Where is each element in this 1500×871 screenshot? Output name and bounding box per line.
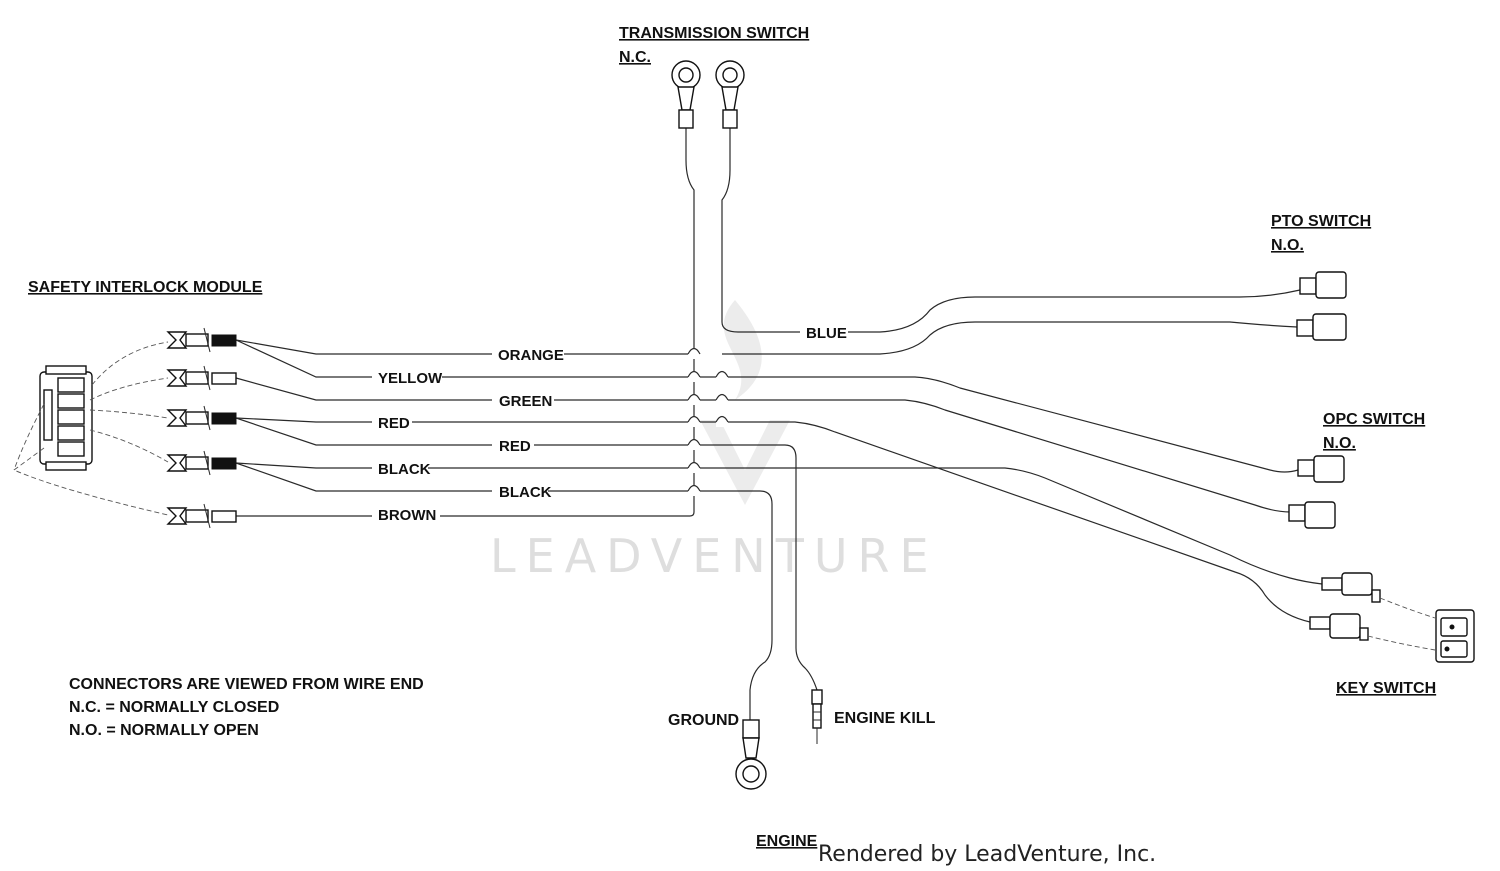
spade-terminal-icon xyxy=(166,365,237,391)
wire-red-1 xyxy=(235,417,372,423)
ring-terminal-icon xyxy=(671,60,701,129)
wire-labels: ORANGE YELLOW GREEN RED RED BLACK BLACK … xyxy=(378,325,847,524)
pto-switch: PTO SWITCH N.O. xyxy=(1271,213,1371,341)
wire-red-2 xyxy=(235,417,492,446)
wire-black-1 xyxy=(235,462,372,469)
spade-terminal-icon xyxy=(166,405,237,431)
key-switch: KEY SWITCH xyxy=(1309,572,1475,697)
transmission-switch-title: TRANSMISSION SWITCH xyxy=(619,25,809,42)
wire-black-2-cont xyxy=(548,490,773,720)
note-line: N.C. = NORMALLY CLOSED xyxy=(69,699,279,716)
wire-label-black: BLACK xyxy=(499,484,552,501)
wire-label-brown: BROWN xyxy=(378,507,436,524)
wire-black-2 xyxy=(235,462,492,492)
spade-connector-icon xyxy=(1288,501,1336,529)
safety-interlock-module: SAFETY INTERLOCK MODULE xyxy=(13,279,263,529)
wire-label-yellow: YELLOW xyxy=(378,370,443,387)
wire-label-blue: BLUE xyxy=(806,325,847,342)
pto-switch-type: N.O. xyxy=(1271,237,1304,254)
bullet-connector-icon xyxy=(1309,613,1369,641)
key-switch-dashed-link xyxy=(1367,635,1436,651)
spade-terminal-icon xyxy=(166,327,237,353)
wire-blue-2 xyxy=(722,321,1298,355)
key-switch-body-icon xyxy=(1435,609,1475,663)
spade-terminal-icon xyxy=(166,450,237,476)
wire-blue xyxy=(848,289,1301,333)
wire-red-2-cont xyxy=(534,444,818,691)
wire-green xyxy=(235,377,492,401)
pin-connector-icon xyxy=(811,689,823,744)
wire-label-black: BLACK xyxy=(378,461,431,478)
wire-transmission-right xyxy=(721,127,800,333)
legend-notes: CONNECTORS ARE VIEWED FROM WIRE END N.C.… xyxy=(69,676,424,739)
watermark-text: LEADVENTURE xyxy=(490,529,939,583)
bullet-connector-icon xyxy=(1321,572,1381,603)
engine-title: ENGINE xyxy=(756,833,818,850)
wire-yellow xyxy=(235,339,372,378)
module-dashed-links xyxy=(13,341,169,516)
wire-yellow-cont xyxy=(442,376,1299,473)
credit-text: Rendered by LeadVenture, Inc. xyxy=(818,842,1156,867)
wires xyxy=(235,127,1323,720)
watermark: LEADVENTURE xyxy=(490,300,939,583)
spade-terminal-icon xyxy=(166,503,237,529)
pto-switch-title: PTO SWITCH xyxy=(1271,213,1371,230)
spade-connector-icon xyxy=(1299,271,1347,299)
ring-terminal-icon xyxy=(735,719,767,790)
key-switch-title: KEY SWITCH xyxy=(1336,680,1436,697)
wire-black-1-cont xyxy=(428,467,1323,585)
ground-terminal: GROUND xyxy=(668,712,767,790)
engine-kill-label: ENGINE KILL xyxy=(834,710,936,727)
spade-connector-icon xyxy=(1297,455,1345,483)
wire-label-green: GREEN xyxy=(499,393,552,410)
opc-switch: OPC SWITCH N.O. xyxy=(1288,411,1425,529)
wire-label-orange: ORANGE xyxy=(498,347,564,364)
note-line: CONNECTORS ARE VIEWED FROM WIRE END xyxy=(69,676,424,693)
wire-label-red: RED xyxy=(378,415,410,432)
spade-connector-icon xyxy=(1296,313,1347,341)
note-line: N.O. = NORMALLY OPEN xyxy=(69,722,259,739)
transmission-switch: TRANSMISSION SWITCH N.C. xyxy=(619,25,809,129)
engine-kill-terminal: ENGINE KILL xyxy=(811,689,936,744)
safety-interlock-module-title: SAFETY INTERLOCK MODULE xyxy=(28,279,263,296)
module-connector-icon xyxy=(39,365,93,471)
wire-label-red: RED xyxy=(499,438,531,455)
wire-hops xyxy=(687,347,729,496)
transmission-switch-type: N.C. xyxy=(619,49,651,66)
opc-switch-type: N.O. xyxy=(1323,435,1356,452)
wire-red-1-cont xyxy=(412,421,1311,623)
wire-green-cont xyxy=(554,399,1291,513)
wire-transmission-left xyxy=(440,127,695,517)
key-switch-dashed-link xyxy=(1379,597,1436,619)
ring-terminal-icon xyxy=(715,60,745,129)
wire-orange xyxy=(235,339,492,355)
ground-label: GROUND xyxy=(668,712,739,729)
opc-switch-title: OPC SWITCH xyxy=(1323,411,1425,428)
